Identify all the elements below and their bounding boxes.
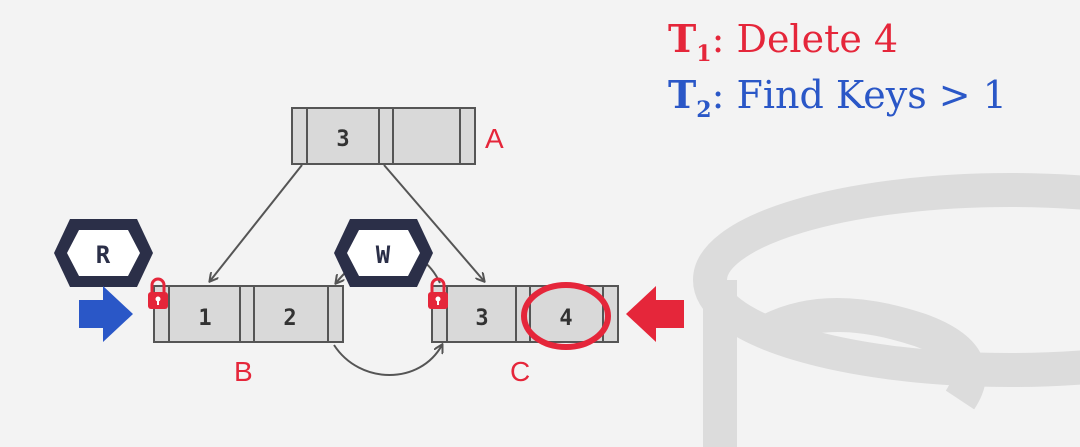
t2-text: : Find Keys > 1 [712, 73, 1007, 117]
svg-text:T2: Find Keys > 1: T2: Find Keys > 1 [668, 72, 1007, 123]
node-b-key-1: 1 [198, 306, 211, 331]
lock-icon [428, 277, 448, 309]
node-a-label: A [485, 123, 504, 154]
t1-subscript: 1 [696, 41, 711, 67]
lock-icon [148, 277, 168, 309]
node-b-label: B [234, 356, 253, 387]
read-latch-badge: R [54, 219, 153, 287]
t1-text: : Delete 4 [712, 17, 899, 61]
node-b: 1 2 [153, 285, 344, 343]
svg-text:T1: Delete 4: T1: Delete 4 [668, 16, 898, 67]
node-c-key-2: 4 [559, 306, 572, 331]
node-a-key-1: 3 [336, 127, 349, 152]
t2-subscript: 2 [696, 97, 711, 123]
delete-target-highlight [521, 282, 611, 350]
t2-label: T [668, 72, 696, 117]
node-a: 3 [291, 107, 476, 165]
write-latch-badge: W [334, 219, 433, 287]
t2-arrow-icon [79, 286, 133, 342]
legend-t1: T1: Delete 4 [668, 16, 898, 67]
database-watermark-icon [693, 173, 1080, 447]
sibling-pointer-b-to-c [333, 345, 442, 376]
edge-a-to-c [383, 164, 484, 281]
node-c-key-1: 3 [475, 306, 488, 331]
t1-label: T [668, 16, 696, 61]
t1-arrow-icon [626, 286, 684, 342]
node-b-key-2: 2 [283, 306, 296, 331]
read-latch-label: R [96, 241, 111, 269]
legend-t2: T2: Find Keys > 1 [668, 72, 1007, 123]
node-c-label: C [510, 356, 530, 387]
edge-a-to-b [210, 164, 303, 281]
write-latch-label: W [376, 241, 391, 269]
